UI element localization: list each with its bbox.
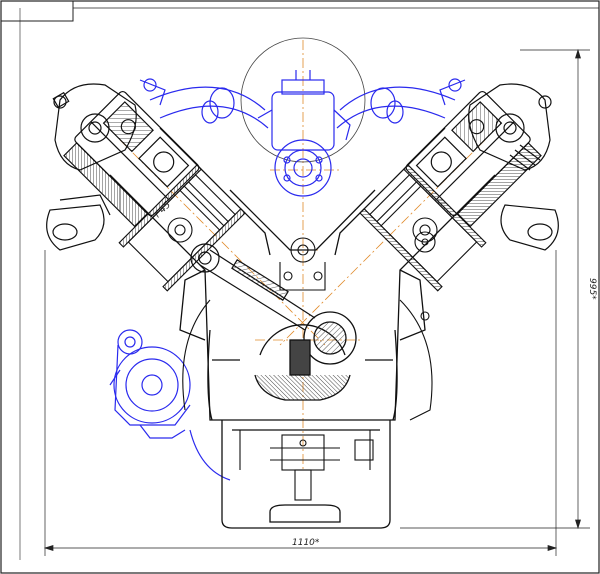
right-piston	[359, 164, 487, 292]
width-dimension-label: 1110*	[292, 538, 320, 548]
right-cylinder-head	[405, 90, 542, 228]
right-tappet	[414, 231, 436, 321]
oil-pan-outline	[221, 420, 391, 529]
height-dimension	[400, 48, 590, 530]
right-exhaust-manifold	[500, 204, 559, 251]
engine-block-outline	[109, 127, 496, 529]
generator-outline	[109, 329, 191, 439]
width-dimension	[43, 250, 558, 556]
blue-auxiliary-parts	[109, 37, 466, 481]
crankshaft	[254, 311, 357, 401]
height-dimension-label: 995*	[587, 278, 597, 300]
fan-outline	[240, 37, 366, 163]
bank-angle-label: r 45°	[153, 197, 176, 220]
left-piston	[118, 164, 246, 292]
left-exhaust-manifold	[46, 194, 111, 251]
right-valve-cover	[468, 83, 552, 171]
camshaft-center	[279, 237, 326, 291]
title-stamp-corner	[0, 0, 74, 22]
flywheel-housing	[182, 299, 433, 421]
left-valve-cover	[52, 83, 137, 171]
oil-pump	[239, 430, 374, 501]
connecting-rod	[190, 243, 316, 331]
